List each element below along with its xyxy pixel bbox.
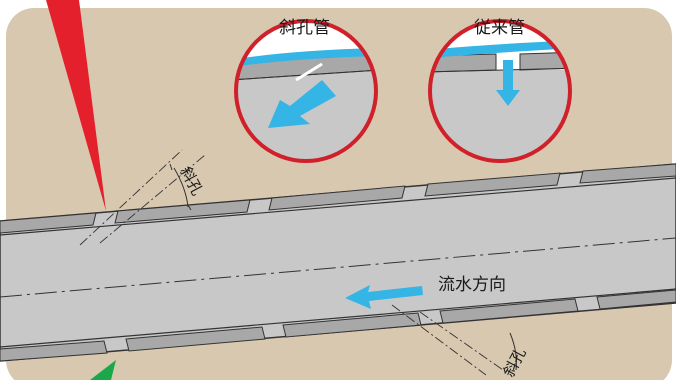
conventional-pipe-label: 従来管 [474,18,525,38]
magnifier-right-arrow [496,60,520,106]
green-pointer [90,360,116,380]
angle-arc-lower [509,332,517,371]
upper-slots [0,163,676,234]
flow-direction-label: 流水方向 [438,275,506,295]
pipe-centerline [0,237,676,298]
diagonal-pipe-label: 斜孔管 [279,18,330,38]
red-pointer [46,0,106,211]
magnifier-left-arrow [268,80,336,128]
hole-direction-lines [79,149,504,376]
angle-arc-upper [173,167,189,208]
lower-slots [0,289,676,362]
flow-direction-arrow [345,285,423,309]
